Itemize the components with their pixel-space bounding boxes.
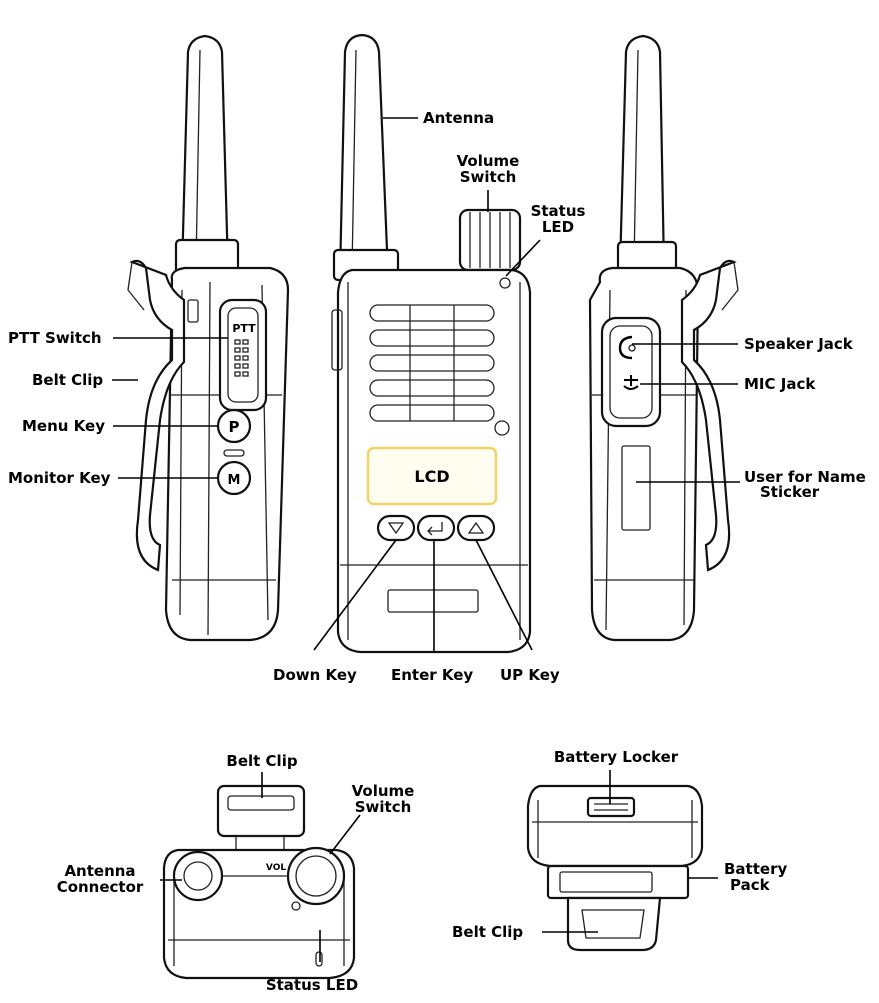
label-volume-switch-2: Switch — [460, 168, 517, 186]
label-top-belt-clip: Belt Clip — [226, 752, 297, 770]
right-side-view — [590, 36, 738, 640]
lcd-label: LCD — [414, 467, 449, 486]
label-status-led-2: LED — [542, 218, 574, 236]
bottom-view — [528, 786, 702, 950]
label-bottom-belt-clip: Belt Clip — [452, 923, 523, 941]
label-menu-key: Menu Key — [22, 417, 105, 435]
label-speaker-jack: Speaker Jack — [744, 335, 854, 353]
front-view: LCD — [332, 35, 530, 652]
up-key-button[interactable] — [458, 516, 494, 540]
label-antenna-connector-2: Connector — [57, 878, 144, 896]
label-battery-locker: Battery Locker — [554, 748, 679, 766]
label-battery-pack-2: Pack — [730, 876, 771, 894]
label-mic-jack: MIC Jack — [744, 375, 816, 393]
label-monitor-key: Monitor Key — [8, 469, 111, 487]
vol-marking: VOL — [266, 863, 286, 873]
ptt-marking: PTT — [232, 322, 256, 335]
label-top-status-led: Status LED — [266, 976, 358, 994]
battery-locker[interactable] — [588, 798, 634, 816]
enter-key-button[interactable] — [418, 516, 454, 540]
svg-text:P: P — [229, 418, 240, 436]
label-down-key: Down Key — [273, 666, 357, 684]
label-up-key: UP Key — [500, 666, 560, 684]
down-key-button[interactable] — [378, 516, 414, 540]
label-name-sticker-2: Sticker — [760, 483, 820, 501]
label-belt-clip: Belt Clip — [32, 371, 103, 389]
label-antenna: Antenna — [423, 109, 494, 127]
antenna-connector — [174, 852, 222, 900]
top-view: VOL — [164, 786, 354, 978]
label-top-volume-2: Switch — [355, 798, 412, 816]
label-ptt-switch: PTT Switch — [8, 329, 102, 347]
svg-text:M: M — [228, 473, 241, 488]
label-enter-key: Enter Key — [391, 666, 473, 684]
battery-pack — [548, 866, 688, 898]
